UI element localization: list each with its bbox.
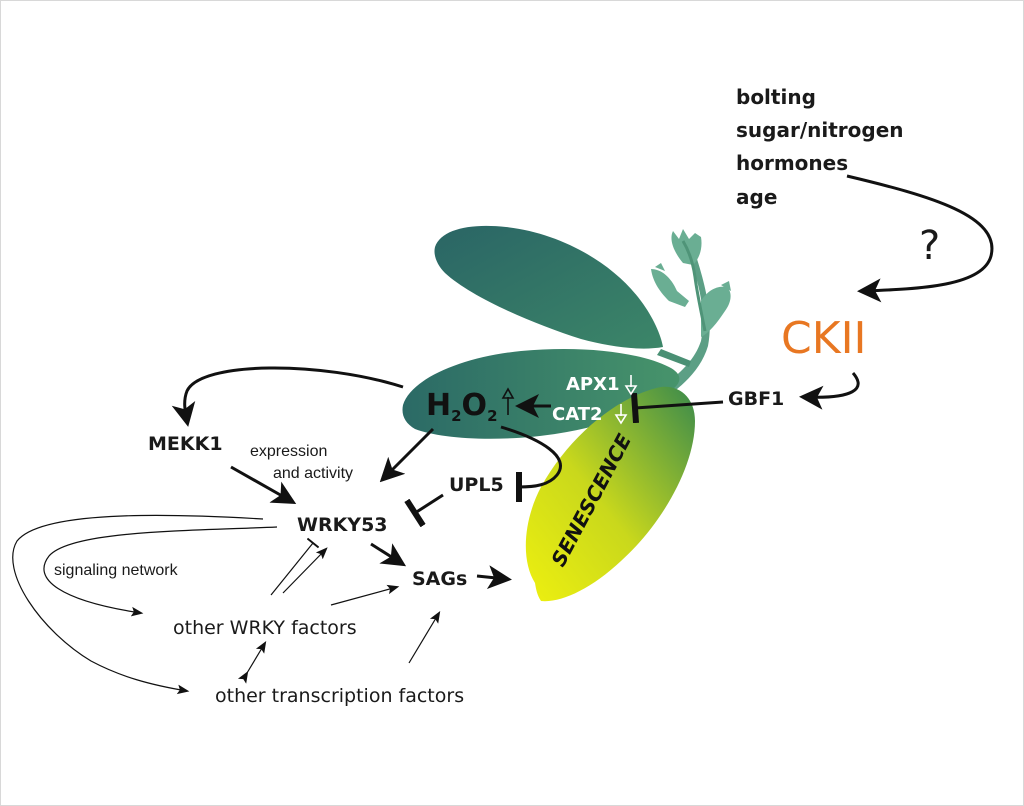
arrow-sags-to-senescence [476,565,512,590]
gbf1-label: GBF1 [728,388,784,410]
h2o2-up-arrow-icon [501,387,515,415]
arrow-other-tf-to-sags [408,610,441,664]
arrow-other-wrky-to-wrky53 [282,547,328,594]
factor-hormones: hormones [736,151,848,175]
signaling-network-label: signaling network [54,562,179,579]
upl5-label: UPL5 [449,474,504,496]
apx1-label: APX1 [566,374,620,395]
leaf-top [434,225,663,349]
inhibit-gbf1-cat2 [630,392,724,424]
arrow-factors-to-ckii [846,174,994,303]
arrow-ckii-to-gbf1 [799,372,860,410]
svg-text:H2O2: H2O2 [426,388,498,425]
plant-illustration [402,225,731,602]
inhibit-upl5-wrky53 [404,493,444,528]
factor-age: age [736,185,777,209]
leaf-senescent [525,386,695,602]
question-mark: ? [919,223,940,269]
arrow-h2o2-to-wrky53 [379,427,435,483]
inhibit-wrky53-other-wrky [270,537,320,596]
and-activity-label: and activity [273,465,353,482]
arrow-wrky53-to-sags [370,542,407,567]
ckii-label: CKII [781,313,867,364]
h2o2-label: H2O2 [426,387,515,425]
cat2-down-arrow-icon [614,404,628,425]
arrow-wrky53-to-other-wrky-loop [43,526,278,617]
apx1-cat2-group: APX1 CAT2 [552,374,638,425]
factor-bolting: bolting [736,85,816,109]
environmental-factors: bolting sugar/nitrogen hormones age [736,85,904,209]
cat2-label: CAT2 [552,404,603,425]
sags-label: SAGs [412,568,467,590]
other-wrky-label: other WRKY factors [173,617,357,639]
inhibit-h2o2-upl5 [500,425,562,503]
expression-label: expression [250,443,327,460]
factor-sugar-nitrogen: sugar/nitrogen [736,118,904,142]
mekk1-label: MEKK1 [148,433,223,455]
arrow-mekk1-to-wrky53 [230,465,297,504]
wrky53-label: WRKY53 [297,514,388,536]
arrow-other-wrky-other-tf-bidirectional [237,640,267,684]
other-tf-label: other transcription factors [215,685,464,707]
arrow-other-wrky-to-sags [330,584,400,606]
plant-stem [641,259,710,409]
flower-bud-right [701,286,731,337]
arrow-h2o2-to-mekk1 [171,366,404,427]
arrow-wrky53-to-other-tf-loop [12,514,264,695]
flower-bud-left [651,269,689,307]
apx1-down-arrow-icon [624,375,638,396]
